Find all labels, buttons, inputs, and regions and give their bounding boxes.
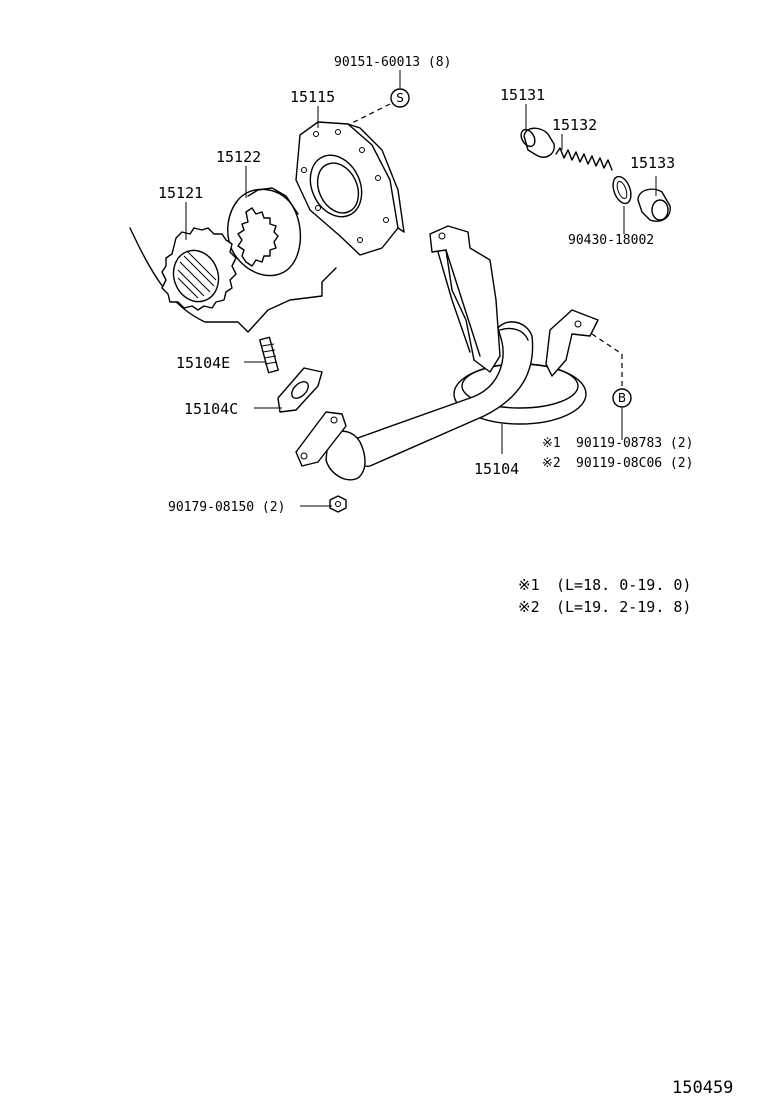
label-15104c: 15104C: [184, 400, 238, 418]
label-15132: 15132: [552, 116, 597, 134]
label-90119-08783: 90119-08783 (2): [576, 436, 693, 451]
label-15104: 15104: [474, 460, 519, 478]
label-15121: 15121: [158, 184, 203, 202]
relief-valve: [520, 127, 555, 158]
relief-spring: [555, 147, 613, 171]
drive-rotor: [161, 227, 237, 311]
svg-text:S: S: [396, 91, 404, 105]
leader-lines: [185, 70, 657, 507]
stud-bolt: [259, 336, 279, 374]
circle-marker-b: B: [612, 388, 632, 408]
label-15131: 15131: [500, 86, 545, 104]
circle-marker-s: S: [390, 88, 410, 108]
label-15115: 15115: [290, 88, 335, 106]
label-90179-08150: 90179-08150 (2): [168, 500, 285, 515]
oil-strainer: [295, 225, 599, 481]
pump-cover-plate: [295, 121, 405, 256]
ref-mark-2: ※2: [542, 456, 561, 471]
figure-id: 150459: [672, 1078, 733, 1098]
note-length-2: (L=19. 2-19. 8): [556, 598, 691, 616]
ref-mark-1: ※1: [542, 436, 561, 451]
label-90430-18002: 90430-18002: [568, 233, 654, 248]
note-ref-mark-2: ※2: [518, 598, 540, 616]
length-notes: ※1 (L=18. 0-19. 0) ※2 (L=19. 2-19. 8): [518, 576, 691, 616]
label-90151-60013: 90151-60013 (8): [334, 55, 451, 70]
relief-plug: [637, 188, 671, 222]
nut: [329, 495, 347, 513]
engine-block-outline: [129, 227, 337, 333]
strainer-gasket: [277, 367, 323, 413]
driven-rotor: [227, 187, 302, 277]
label-15133: 15133: [630, 154, 675, 172]
part-labels: 90151-60013 (8) 15115 15122 15121 15104E…: [158, 55, 693, 515]
note-length-1: (L=18. 0-19. 0): [556, 576, 691, 594]
svg-text:B: B: [618, 391, 626, 405]
label-15122: 15122: [216, 148, 261, 166]
label-15104e: 15104E: [176, 354, 230, 372]
note-ref-mark-1: ※1: [518, 576, 540, 594]
label-90119-08c06: 90119-08C06 (2): [576, 456, 693, 471]
gasket-ring: [612, 175, 632, 205]
